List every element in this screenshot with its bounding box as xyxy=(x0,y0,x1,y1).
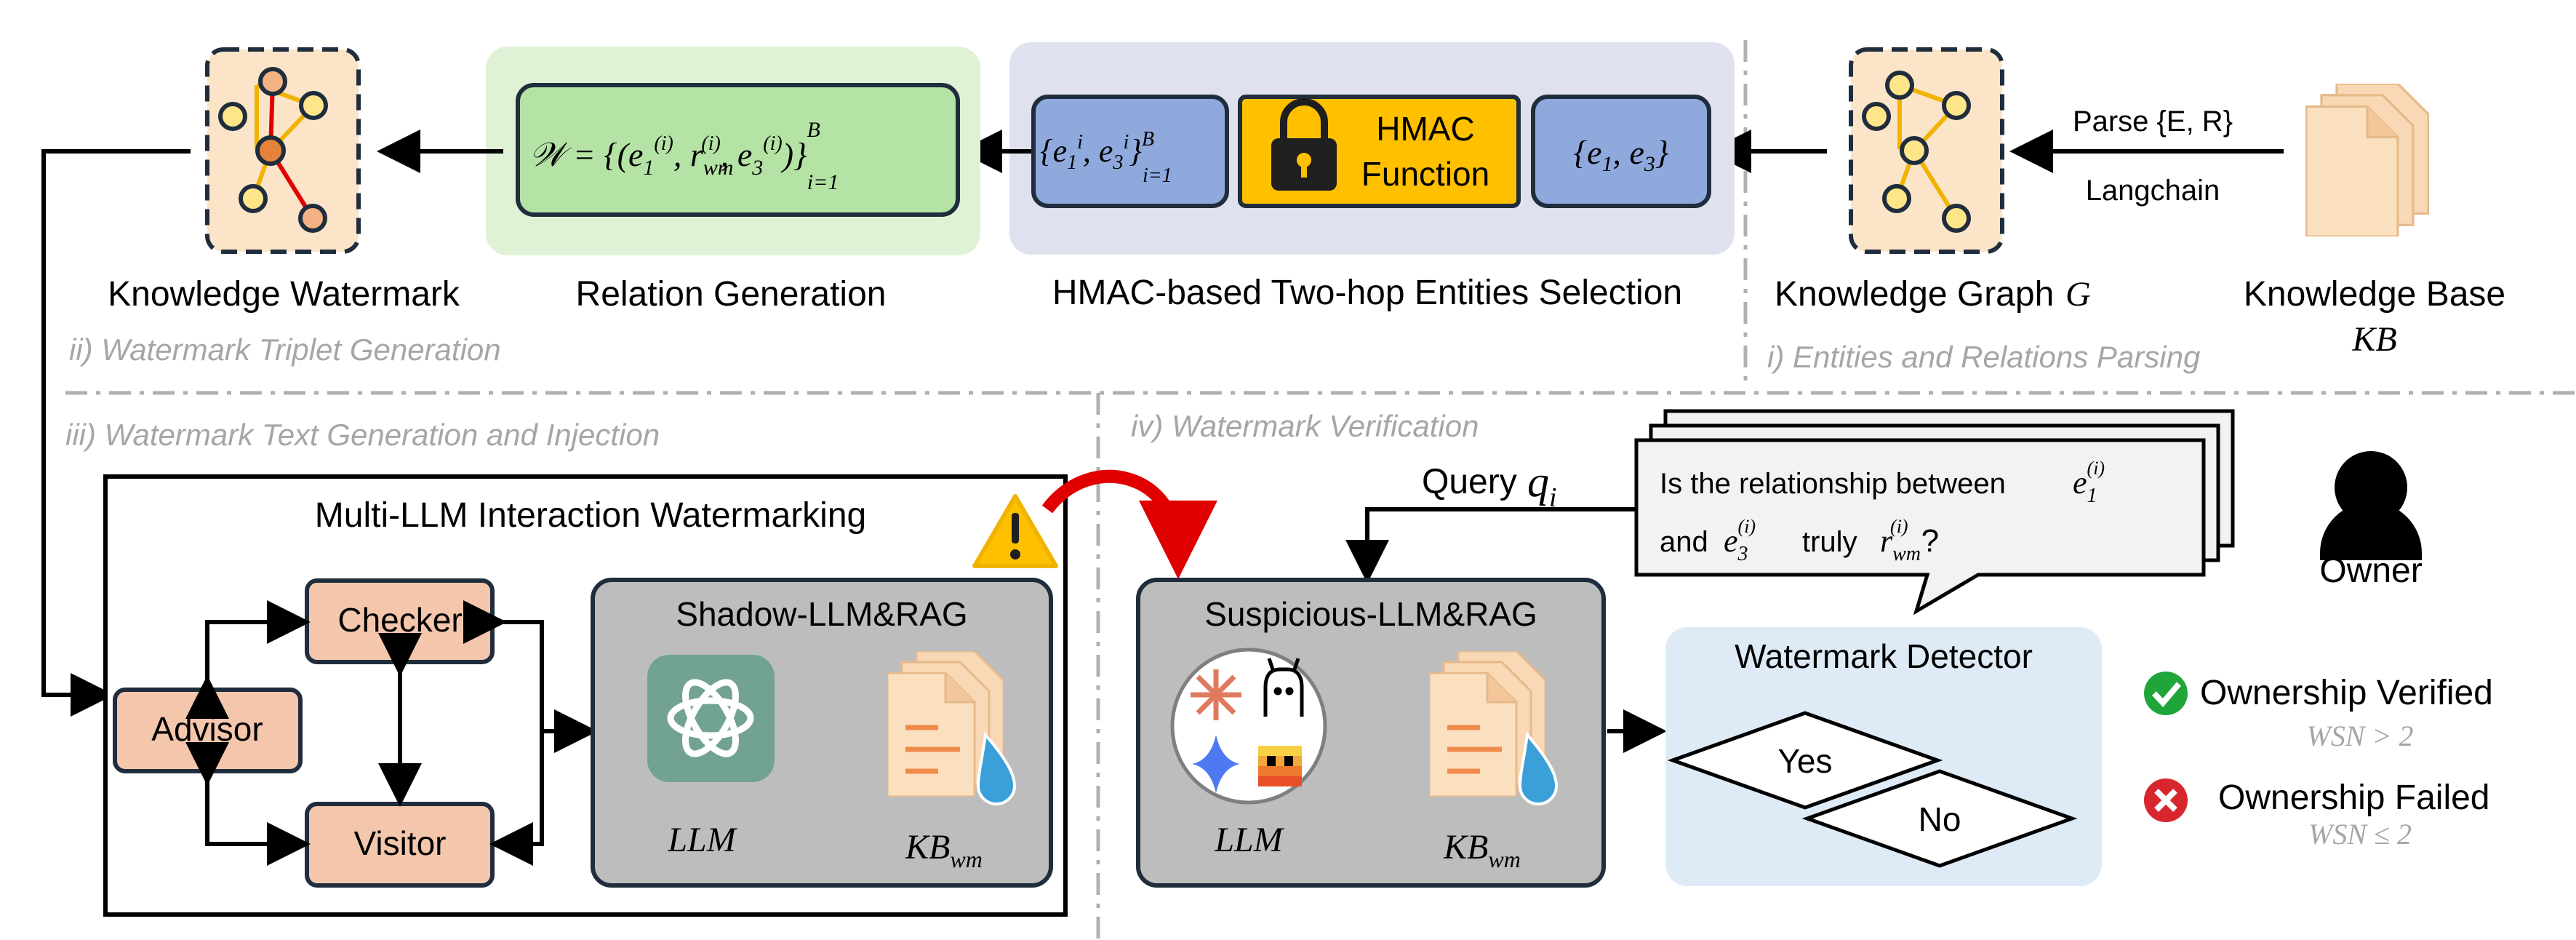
owner-label: Owner xyxy=(2319,551,2422,590)
query-symbol: qi xyxy=(1527,458,1557,513)
llm-models-icon xyxy=(1170,648,1327,805)
warning-icon xyxy=(972,494,1058,568)
entities-box xyxy=(1531,95,1711,208)
multi-llm-panel-title: Multi-LLM Interaction Watermarking xyxy=(315,496,866,535)
knowledge-base-icon xyxy=(2305,84,2429,236)
ownership-verified-label: Ownership Verified xyxy=(2200,674,2493,712)
question-line1: Is the relationship between xyxy=(1660,468,2006,500)
knowledge-base-label: Knowledge Base xyxy=(2244,275,2505,314)
no-label: No xyxy=(1919,800,1961,838)
ownership-verified-condition: WSN > 2 xyxy=(2307,720,2414,752)
owner-icon xyxy=(2320,451,2422,560)
section-title-parsing: i) Entities and Relations Parsing xyxy=(1767,340,2200,374)
query-bubble xyxy=(1634,409,2235,616)
selection-label: HMAC-based Two-hop Entities Selection xyxy=(1052,274,1682,312)
agent-links xyxy=(185,600,598,866)
check-icon xyxy=(2144,672,2188,715)
query-arrow xyxy=(1345,507,1636,583)
section-title-injection: iii) Watermark Text Generation and Injec… xyxy=(65,418,660,452)
entities-box-text: {e1, e3} xyxy=(1574,134,1669,176)
suspicious-llm-rag-title: Suspicious-LLM&RAG xyxy=(1204,595,1537,633)
yes-diamond xyxy=(1667,711,1943,810)
mistral-icon xyxy=(1258,746,1302,786)
section-title-triplet: ii) Watermark Triplet Generation xyxy=(69,332,501,367)
question-line2-truly: truly xyxy=(1802,526,1857,558)
suspicious-llm-label: LLM xyxy=(1214,821,1284,859)
suspicious-kb-icon xyxy=(1429,651,1559,805)
shadow-kb-label: KBwm xyxy=(905,828,983,872)
relation-formula-box xyxy=(516,83,960,217)
knowledge-graph-symbol: G xyxy=(2065,275,2091,314)
section-dividers xyxy=(65,40,2576,940)
knowledge-watermark-icon xyxy=(205,47,361,254)
knowledge-watermark-label: Knowledge Watermark xyxy=(108,275,460,314)
knowledge-graph-icon xyxy=(1849,47,2004,254)
llama-icon xyxy=(1263,658,1304,717)
hmac-label-line2: Function xyxy=(1361,155,1489,193)
shadow-llm-label: LLM xyxy=(667,821,737,859)
gemini-icon xyxy=(1192,735,1240,793)
watermark-feed-line xyxy=(41,149,191,717)
no-diamond xyxy=(1801,769,2078,868)
ownership-failed-condition: WSN ≤ 2 xyxy=(2308,818,2412,851)
watermarked-kb-icon xyxy=(887,651,1017,805)
advisor-label: Advisor xyxy=(151,710,263,748)
parse-label: Parse {E, R} xyxy=(2073,105,2233,138)
knowledge-base-symbol: KB xyxy=(2351,320,2396,359)
section-title-verification: iv) Watermark Verification xyxy=(1131,409,1479,443)
alert-transfer-arrow xyxy=(1041,469,1217,579)
chatgpt-icon xyxy=(647,655,775,782)
checker-label: Checker xyxy=(337,601,462,639)
cross-icon xyxy=(2144,778,2188,822)
ownership-failed-label: Ownership Failed xyxy=(2218,778,2490,817)
yes-label: Yes xyxy=(1777,742,1832,780)
hmac-label-line1: HMAC xyxy=(1376,110,1474,148)
lock-icon xyxy=(1271,98,1337,191)
question-line2: and xyxy=(1660,526,1708,558)
query-label: Query xyxy=(1422,463,1517,501)
knowledge-graph-label: Knowledge Graph xyxy=(1775,275,2054,314)
visitor-label: Visitor xyxy=(354,824,447,862)
shadow-llm-rag-title: Shadow-LLM&RAG xyxy=(676,595,967,633)
langchain-label: Langchain xyxy=(2086,175,2220,207)
relation-label: Relation Generation xyxy=(576,275,887,314)
watermark-detector-title: Watermark Detector xyxy=(1735,637,2033,675)
suspicious-kb-label: KBwm xyxy=(1443,828,1521,872)
selected-entities-box xyxy=(1031,95,1229,208)
